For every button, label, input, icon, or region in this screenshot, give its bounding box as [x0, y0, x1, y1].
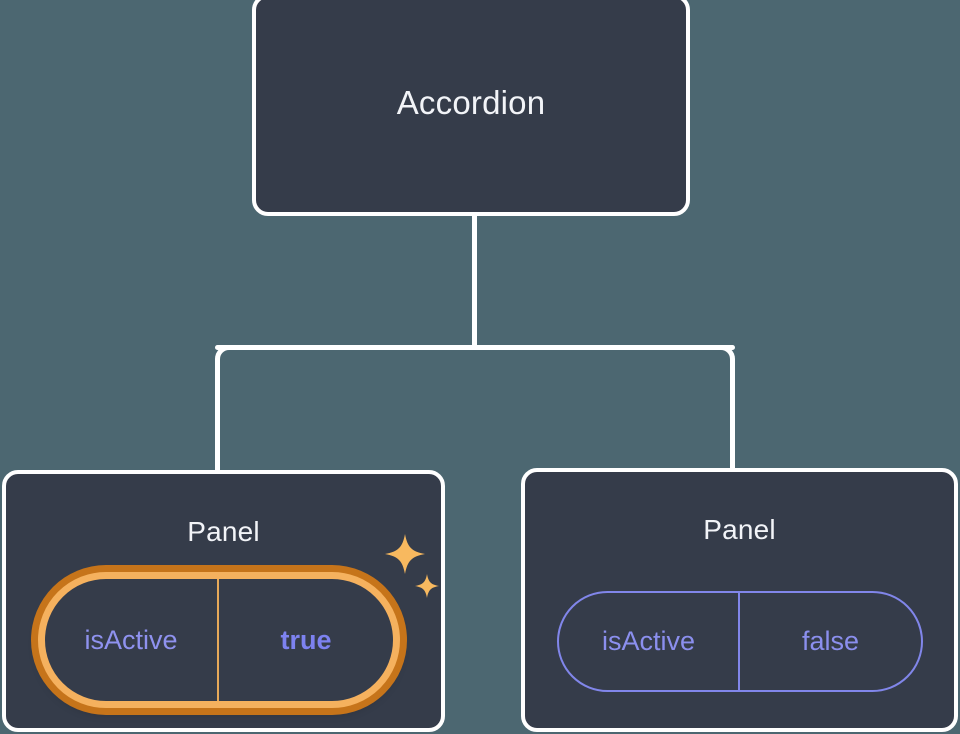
edge-horizontal-bar — [215, 345, 735, 350]
node-panel-left-title: Panel — [187, 516, 260, 547]
prop-pill-isactive-true[interactable]: isActive true — [38, 572, 400, 708]
prop-key-label: isActive — [559, 593, 740, 690]
edge-drop-to-panel-left — [215, 360, 220, 475]
node-panel-right-title: Panel — [703, 514, 776, 545]
edge-corner-right — [709, 345, 735, 371]
prop-key-label: isActive — [45, 579, 219, 701]
prop-value-label: true — [280, 624, 332, 655]
edge-drop-to-panel-right — [730, 360, 735, 472]
prop-value-label: false — [801, 626, 860, 656]
edge-root-to-branch — [472, 208, 477, 348]
prop-pill-isactive-false[interactable]: isActive false — [557, 591, 923, 692]
node-accordion-title: Accordion — [396, 84, 546, 121]
node-accordion[interactable]: Accordion — [252, 0, 690, 216]
